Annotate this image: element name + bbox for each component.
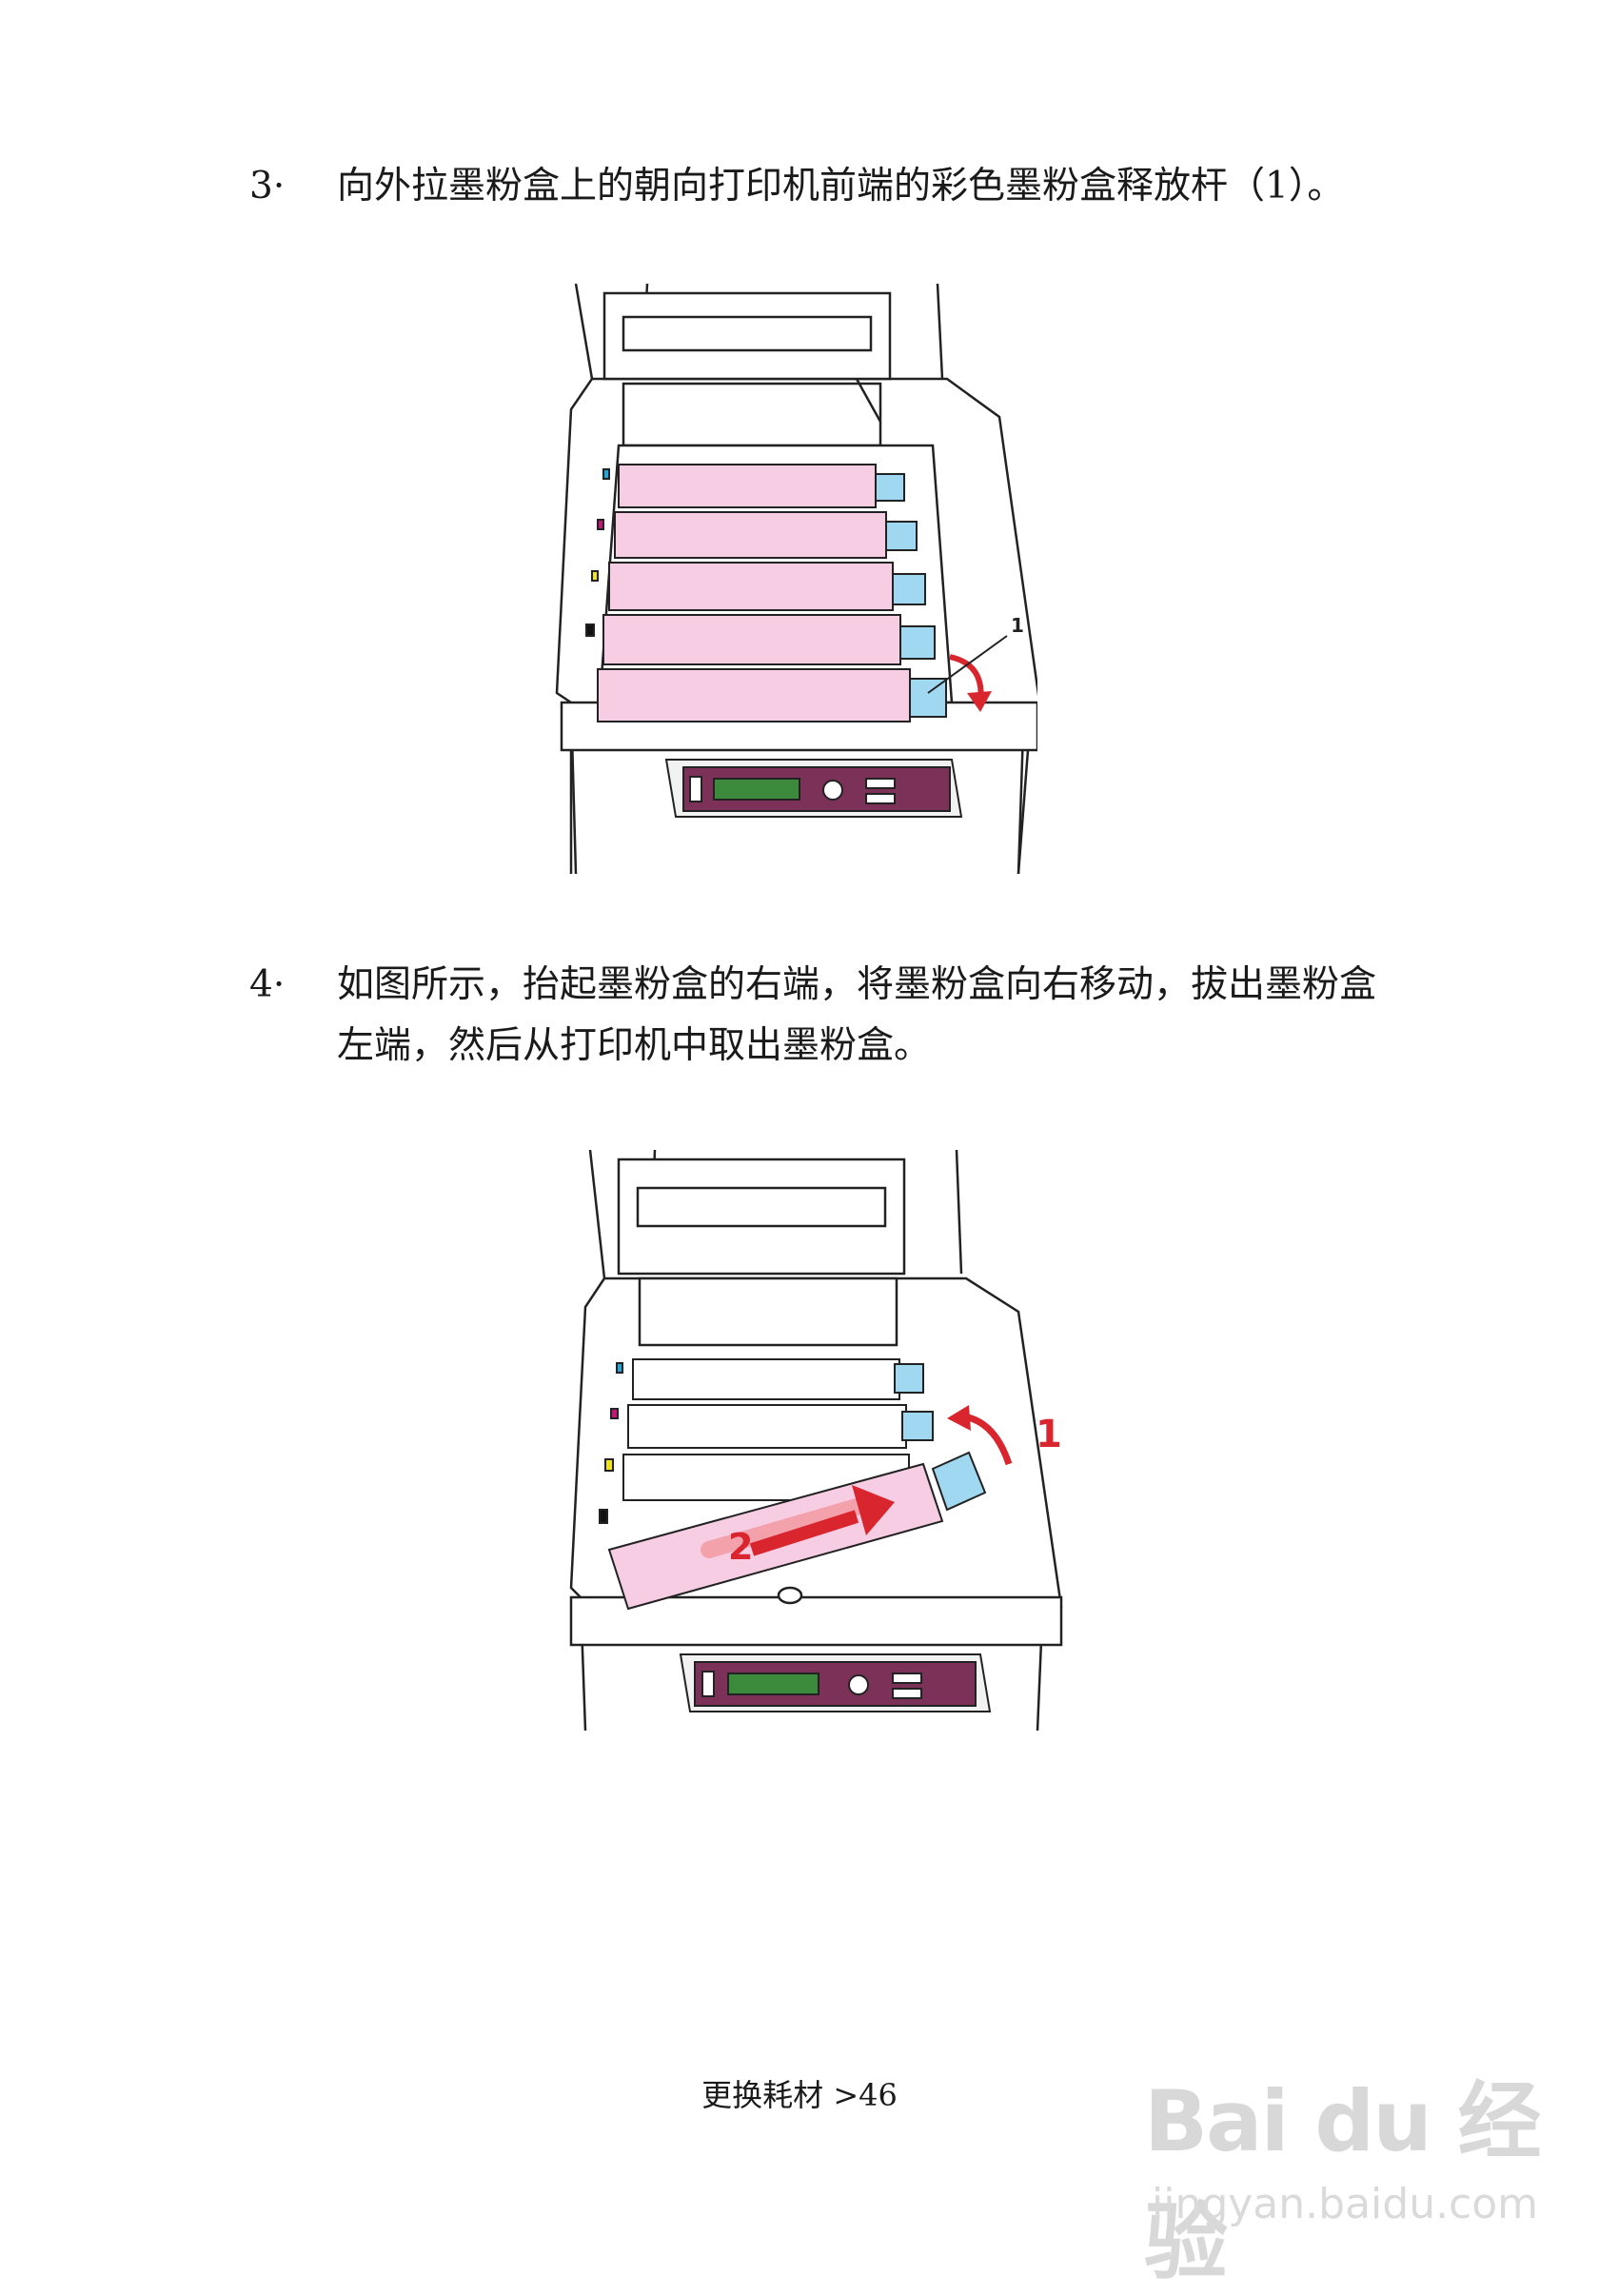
baidu-watermark: Bai du 经验 jingyan.baidu.com	[1123, 2028, 1542, 2291]
figure-release-lever: 1	[555, 284, 1037, 874]
step-text: 如图所示，抬起墨粉盒的右端，将墨粉盒向右移动，拔出墨粉盒左端，然后从打印机中取出…	[337, 963, 1377, 1067]
figure-remove-cartridge: 1 2	[569, 1150, 1063, 1732]
page-footer: 更换耗材 >46	[701, 2077, 898, 2113]
step-text: 向外拉墨粉盒上的朝向打印机前端的彩色墨粉盒释放杆（1）。	[337, 165, 1345, 208]
callout-1: 1	[1011, 614, 1024, 637]
step-number: 4·	[249, 963, 286, 1006]
watermark-url: jingyan.baidu.com	[1152, 2180, 1539, 2228]
callout-1: 1	[1036, 1413, 1062, 1456]
watermark-brand: Bai du 经验	[1144, 2072, 1542, 2291]
callout-2: 2	[728, 1526, 753, 1568]
step-number: 3·	[249, 165, 286, 208]
